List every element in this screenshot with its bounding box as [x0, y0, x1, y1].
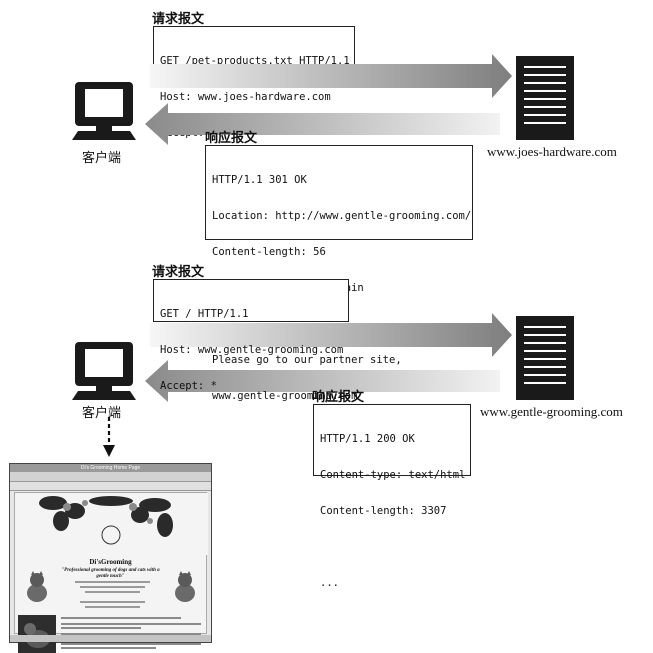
response-line: HTTP/1.1 200 OK: [320, 433, 415, 445]
response-line: Location: http://www.gentle-grooming.com…: [212, 210, 472, 222]
browser-status-bar: [10, 635, 211, 642]
page-text-lines: [75, 581, 150, 608]
cat-image: [27, 571, 47, 602]
request-message-2: GET / HTTP/1.1 Host: www.gentle-grooming…: [153, 279, 349, 392]
response-title-2: 响应报文: [312, 390, 365, 405]
floral-banner-image: [15, 493, 208, 555]
dog-photo-image: [18, 615, 56, 653]
server-icon: [516, 56, 574, 140]
server-icon: [516, 316, 574, 400]
browser-toolbar: [10, 472, 211, 482]
client-label-2: 客户端: [82, 406, 122, 421]
site-tagline: "Professional grooming of dogs and cats …: [61, 568, 160, 579]
request-line: Accept: *: [160, 380, 217, 392]
response-line: Please go to our partner site,: [212, 354, 402, 366]
request-title-1: 请求报文: [152, 12, 205, 27]
request-title-2: 请求报文: [152, 265, 205, 280]
client-computer-icon: [72, 82, 136, 140]
response-title-1: 响应报文: [205, 131, 258, 146]
request-line: GET / HTTP/1.1: [160, 308, 249, 320]
site-name: Di'sGrooming: [89, 558, 132, 566]
client-computer-icon: [72, 342, 136, 400]
response-line: Content-type: text/html: [320, 469, 466, 481]
server-host-2: www.gentle-grooming.com: [480, 404, 623, 419]
response-message-1: HTTP/1.1 301 OK Location: http://www.gen…: [205, 145, 473, 402]
request-line: Host: www.joes-hardware.com: [160, 91, 331, 103]
response-line: ...: [320, 577, 339, 589]
response-line: Content-length: 3307: [320, 505, 447, 517]
page-paragraph-lines: [61, 617, 201, 649]
response-line: Content-length: 56: [212, 246, 326, 258]
client-label-1: 客户端: [82, 151, 122, 166]
browser-url-bar: [10, 482, 211, 491]
request-line: Host: www.gentle-grooming.com: [160, 344, 344, 356]
response-line: www.gentle-grooming.com: [212, 390, 358, 402]
response-message-2: HTTP/1.1 200 OK Content-type: text/html …: [313, 404, 471, 589]
response-line: [320, 541, 464, 553]
browser-title: Di's Grooming Home Page: [10, 464, 211, 472]
response-line: HTTP/1.1 301 OK: [212, 174, 307, 186]
browser-window: Di's Grooming Home Page Di'sGrooming "Pr…: [9, 463, 212, 653]
server-host-1: www.joes-hardware.com: [487, 144, 617, 159]
browser-page: Di'sGrooming "Professional grooming of d…: [14, 492, 208, 653]
cat-image: [175, 571, 195, 602]
